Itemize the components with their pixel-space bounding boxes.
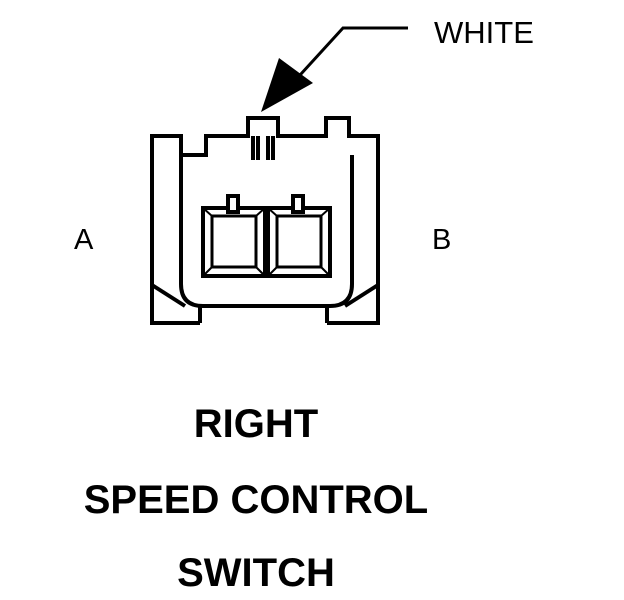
connector-housing-outline (150, 116, 380, 325)
connector-inner-body (179, 155, 354, 308)
connector-side-rail-left (150, 283, 187, 308)
connector-side-rail-right (343, 283, 380, 308)
caption-line-2: SPEED CONTROL (83, 478, 429, 522)
caption-line-1: RIGHT (193, 402, 319, 446)
callout-leader-arrow (261, 26, 408, 112)
pin-a-label: A (74, 224, 94, 256)
wire-color-label: WHITE (434, 15, 534, 50)
pin-cavity-a (201, 194, 267, 278)
pin-cavity-b (266, 194, 332, 278)
pin-b-label: B (432, 224, 452, 256)
connector-bottom-tab (198, 306, 329, 323)
connector-latch-channel (251, 136, 275, 160)
caption-line-3: SWITCH (177, 551, 335, 595)
